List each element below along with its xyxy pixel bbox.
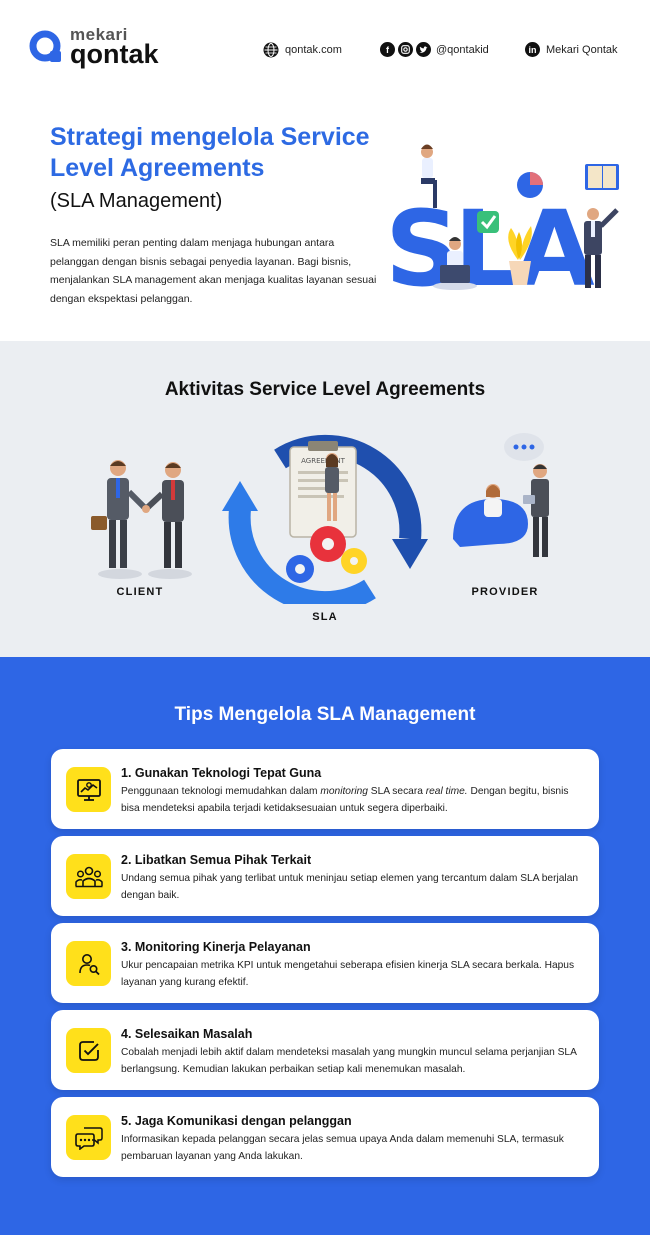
- checkbox-icon: [66, 1028, 111, 1073]
- tip-heading-4: 4. Selesaikan Masalah: [121, 1027, 253, 1041]
- brand-top: mekari: [70, 25, 128, 44]
- team-icon: [66, 854, 111, 899]
- tip-heading-1: 1. Gunakan Teknologi Tepat Guna: [121, 766, 322, 780]
- sla-big-letters: SLA: [385, 188, 594, 300]
- client-handshake-illustration: [91, 460, 192, 579]
- hero-title: Strategi mengelola Service Level Agreeme…: [50, 123, 370, 182]
- website-link[interactable]: qontak.com: [263, 42, 342, 58]
- tip-heading-2: 2. Libatkan Semua Pihak Terkait: [121, 853, 312, 867]
- tip-body-4: Cobalah menjadi lebih aktif dalam mendet…: [121, 1047, 577, 1075]
- sla-cycle-illustration: AGREEMENT: [222, 434, 428, 604]
- sla-hero-illustration: SLA: [385, 144, 619, 300]
- tip-body-2: Undang semua pihak yang terlibat untuk m…: [121, 873, 579, 901]
- website-text: qontak.com: [285, 44, 342, 56]
- tip-heading-5: 5. Jaga Komunikasi dengan pelanggan: [121, 1114, 352, 1128]
- provider-label: PROVIDER: [471, 586, 539, 598]
- activities-section: Aktivitas Service Level Agreements: [0, 341, 650, 657]
- linkedin-text: Mekari Qontak: [546, 43, 618, 56]
- tip-body-1: Penggunaan teknologi memudahkan dalam mo…: [121, 786, 569, 814]
- hero-subtitle: (SLA Management): [50, 190, 223, 212]
- client-label: CLIENT: [116, 586, 164, 598]
- tips-section: Tips Mengelola SLA Management 1. Gunakan…: [0, 657, 650, 1235]
- tip-card-2: 2. Libatkan Semua Pihak Terkait Undang s…: [51, 836, 599, 916]
- instagram-icon[interactable]: [398, 42, 413, 57]
- facebook-icon[interactable]: f: [380, 42, 395, 57]
- provider-illustration: [453, 433, 549, 557]
- activities-title: Aktivitas Service Level Agreements: [164, 379, 486, 400]
- agreement-text: AGREEMENT: [301, 457, 345, 465]
- brand-logo[interactable]: mekari qontak: [28, 26, 159, 68]
- tip-body-3: Ukur pencapaian metrika KPI untuk menget…: [121, 960, 575, 988]
- social-handles[interactable]: f @qontakid: [380, 42, 489, 57]
- tips-title: Tips Mengelola SLA Management: [174, 704, 476, 725]
- header: mekari qontak qontak.com f @qontakid in …: [0, 0, 650, 100]
- tip-card-4: 4. Selesaikan Masalah Cobalah menjadi le…: [51, 1010, 599, 1090]
- tip-body-5: Informasikan kepada pelanggan secara jel…: [121, 1134, 564, 1162]
- qontak-logo-icon: [29, 30, 61, 62]
- twitter-icon[interactable]: [416, 42, 431, 57]
- monitor-chart-icon: [66, 767, 111, 812]
- chat-icon: [66, 1115, 111, 1160]
- user-search-icon: [66, 941, 111, 986]
- tip-card-5: 5. Jaga Komunikasi dengan pelanggan Info…: [51, 1097, 599, 1177]
- linkedin-icon: in: [525, 42, 540, 57]
- globe-icon: [263, 42, 279, 58]
- tip-card-3: 3. Monitoring Kinerja Pelayanan Ukur pen…: [51, 923, 599, 1003]
- brand-name: qontak: [70, 39, 159, 69]
- sla-label: SLA: [312, 611, 338, 623]
- social-handle-text: @qontakid: [436, 43, 489, 56]
- hero-description: SLA memiliki peran penting dalam menjaga…: [50, 237, 377, 305]
- tip-heading-3: 3. Monitoring Kinerja Pelayanan: [121, 940, 311, 954]
- linkedin-link[interactable]: in Mekari Qontak: [525, 42, 618, 57]
- tip-card-1: 1. Gunakan Teknologi Tepat Guna Pengguna…: [51, 749, 599, 829]
